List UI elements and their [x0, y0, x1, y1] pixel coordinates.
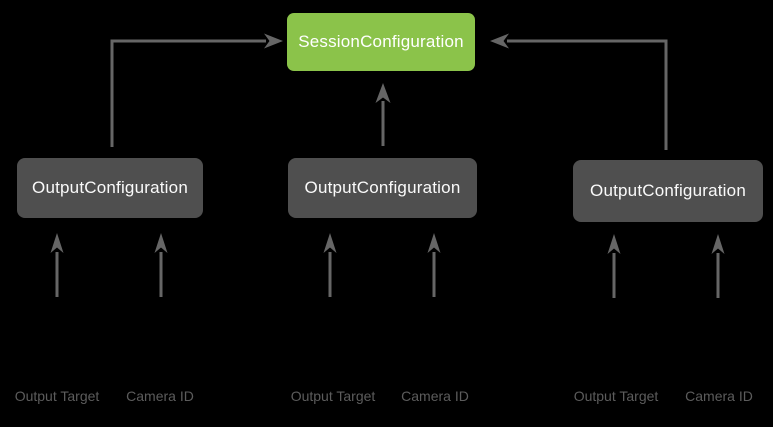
input-label-camera-id-3: Camera ID	[685, 388, 753, 404]
input-label-output-target-2: Output Target	[290, 388, 376, 404]
arrowhead-left-output-to-session	[264, 33, 283, 49]
arrowhead-right-output-to-session	[490, 33, 509, 49]
arrowhead-camera-id-2	[427, 233, 441, 253]
arrow-left-output-to-session	[110, 39, 266, 147]
arrowhead-camera-id-3	[711, 234, 725, 254]
output-configuration-box-3: OutputConfiguration	[573, 160, 763, 222]
arrowhead-output-target-3	[607, 234, 621, 254]
output-configuration-box-1: OutputConfiguration	[17, 158, 203, 218]
output-configuration-box-2: OutputConfiguration	[288, 158, 477, 218]
input-label-output-target-1: Output Target	[14, 388, 100, 404]
arrow-right-output-to-session	[507, 39, 668, 150]
input-label-output-target-3: Output Target	[573, 388, 659, 404]
arrowhead-output-target-1	[50, 233, 64, 253]
arrowhead-middle-output-to-session	[375, 83, 391, 103]
session-configuration-box: SessionConfiguration	[287, 13, 475, 71]
input-label-camera-id-2: Camera ID	[401, 388, 469, 404]
input-label-camera-id-1: Camera ID	[126, 388, 194, 404]
arrowhead-camera-id-1	[154, 233, 168, 253]
arrowhead-output-target-2	[323, 233, 337, 253]
